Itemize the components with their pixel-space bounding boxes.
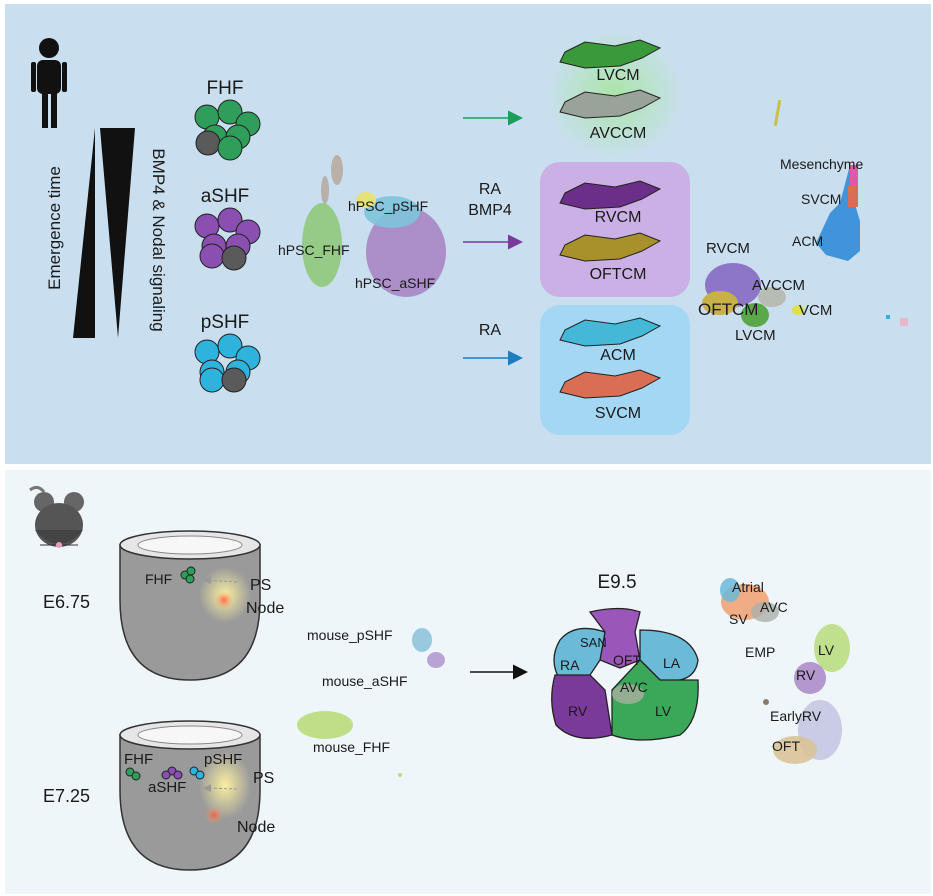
mouse-umap-oft-label: OFT [772, 738, 800, 754]
e9-5-label: E9.5 [597, 572, 636, 593]
cardiomyocyte-icons [559, 39, 662, 399]
umap-vcm-label: VCM [799, 302, 832, 319]
ashf-progenitor-cluster-icon [194, 207, 261, 271]
e6-75-node-label: Node [246, 600, 284, 617]
heart-ra-label: RA [560, 657, 580, 673]
treatment-ra-label: RA [479, 322, 502, 339]
mouse-umap-atrial-label: Atrial [732, 579, 764, 595]
bmp4-nodal-label: BMP4 & Nodal signaling [149, 148, 168, 331]
e9-5-heart-diagram [551, 607, 699, 741]
umap-rvcm-label: RVCM [706, 240, 750, 257]
e7-25-label: E7.25 [43, 786, 90, 806]
mouse-umap-lv-label: LV [818, 642, 835, 658]
lvcm-label: LVCM [596, 67, 639, 84]
e6-75-label: E6.75 [43, 592, 90, 612]
e7-25-fhf-label: FHF [124, 751, 153, 768]
e6-75-fhf-label: FHF [145, 571, 172, 587]
mouse-fhf-label: mouse_FHF [313, 739, 390, 755]
pshf-label: pSHF [201, 312, 250, 333]
fhf-label: FHF [207, 78, 244, 99]
umap-oftcm-label: OFTCM [698, 300, 758, 319]
treatment-ra-bmp4-line2: BMP4 [468, 202, 512, 219]
umap-avccm-label: AVCCM [752, 277, 805, 294]
acm-label: ACM [600, 347, 636, 364]
hpsc-pshf-label: hPSC_pSHF [348, 198, 428, 214]
ashf-label: aSHF [201, 186, 250, 207]
emergence-time-wedge [73, 128, 95, 338]
human-progenitor-umap [302, 155, 446, 297]
hpsc-ashf-label: hPSC_aSHF [355, 275, 435, 291]
umap-lvcm-label: LVCM [735, 327, 776, 344]
heart-avc-label: AVC [620, 679, 648, 695]
top-panel [5, 4, 931, 464]
mouse-icon [29, 485, 84, 548]
e7-25-ashf-label: aSHF [148, 779, 186, 796]
human-cm-umap [702, 100, 908, 327]
e7-25-node-label: Node [237, 819, 275, 836]
mouse-pshf-label: mouse_pSHF [307, 627, 393, 643]
umap-mesenchyme-label: Mesenchyme [780, 156, 863, 172]
pshf-progenitor-cluster-icon [194, 333, 261, 393]
heart-la-label: LA [663, 655, 681, 671]
human-silhouette-icon [31, 38, 67, 128]
mouse-ashf-label: mouse_aSHF [322, 673, 408, 689]
heart-rv-label: RV [568, 703, 588, 719]
avccm-label: AVCCM [590, 125, 647, 142]
embryo-e7-25 [119, 720, 261, 871]
mouse-umap-rv-label: RV [796, 667, 816, 683]
embryo-e6-75 [119, 530, 261, 681]
mouse-e9-5-umap [720, 578, 850, 764]
mouse-umap-avc-label: AVC [760, 599, 788, 615]
rvcm-label: RVCM [595, 209, 642, 226]
heart-oft-label: OFT [613, 652, 641, 668]
svcm-label: SVCM [595, 405, 641, 422]
mouse-progenitor-umap [297, 628, 445, 777]
hpsc-fhf-label: hPSC_FHF [278, 242, 350, 258]
signaling-wedge [100, 128, 135, 338]
e6-75-ps-label: PS [250, 577, 271, 594]
umap-svcm-label: SVCM [801, 191, 841, 207]
e7-25-ps-label: PS [253, 770, 274, 787]
treatment-ra-bmp4-line1: RA [479, 181, 502, 198]
e7-25-pshf-label: pSHF [204, 751, 242, 768]
heart-lv-label: LV [655, 703, 672, 719]
heart-san-label: SAN [580, 635, 607, 650]
oftcm-label: OFTCM [590, 266, 647, 283]
fhf-progenitor-cluster-icon [194, 99, 261, 161]
mouse-umap-sv-label: SV [729, 611, 748, 627]
mouse-umap-earlyrv-label: EarlyRV [770, 708, 822, 724]
mouse-umap-emp-label: EMP [745, 644, 775, 660]
emergence-time-label: Emergence time [45, 166, 64, 290]
umap-acm-label: ACM [792, 233, 823, 249]
